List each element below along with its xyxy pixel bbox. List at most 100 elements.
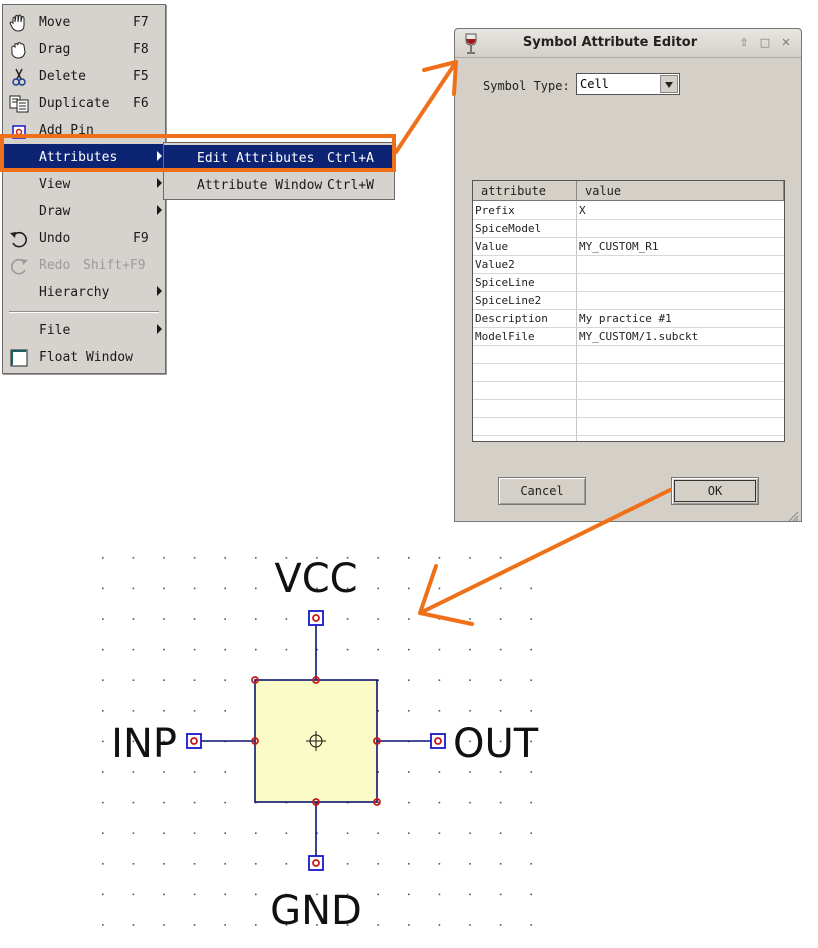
context-menu: Move F7 Drag F8 Delete F5 Duplicate F6 A… — [2, 4, 166, 374]
cell-attribute[interactable]: SpiceModel — [475, 222, 542, 235]
table-row[interactable]: Value MY_CUSTOM_R1 — [473, 237, 784, 256]
menu-item-undo[interactable]: Undo F9 — [3, 225, 165, 251]
shade-icon[interactable]: ⇧ — [739, 36, 749, 49]
menu-item-float-window[interactable]: Float Window — [3, 344, 165, 370]
table-row[interactable]: Description My practice #1 — [473, 309, 784, 328]
ok-button[interactable]: OK — [671, 477, 759, 505]
cancel-button[interactable]: Cancel — [498, 477, 586, 505]
grid-dot — [438, 557, 441, 559]
dialog-titlebar[interactable]: Symbol Attribute Editor ⇧ □ ✕ — [455, 29, 801, 58]
table-row[interactable] — [473, 345, 784, 364]
menu-item-move[interactable]: Move F7 — [3, 9, 165, 35]
cell-attribute[interactable]: Prefix — [475, 204, 515, 217]
submenu-item-attribute-window[interactable]: Attribute Window Ctrl+W — [164, 172, 394, 198]
menu-item-hierarchy[interactable]: Hierarchy — [3, 279, 165, 305]
table-row[interactable]: Prefix X — [473, 201, 784, 220]
cell-value[interactable]: MY_CUSTOM/1.subckt — [579, 330, 699, 343]
grid-dot — [499, 863, 502, 865]
grid-dot — [499, 832, 502, 834]
grid-dot — [469, 771, 471, 773]
grid-dot — [163, 648, 165, 651]
cell-attribute[interactable]: Value2 — [475, 258, 515, 271]
pin-label-inp[interactable]: INP — [111, 721, 177, 767]
grid-dot — [469, 893, 471, 896]
menu-item-draw[interactable]: Draw — [3, 198, 165, 224]
close-icon[interactable]: ✕ — [781, 36, 791, 49]
grid-dot — [377, 648, 379, 651]
arrow-to-dialog — [394, 60, 458, 154]
grid-dot — [530, 587, 532, 590]
pin-label-gnd[interactable]: GND — [270, 888, 362, 934]
symbol-type-select[interactable]: Cell — [576, 73, 680, 95]
cell-attribute[interactable]: Value — [475, 240, 509, 253]
connection-dots — [190, 614, 442, 867]
grid-dot — [163, 679, 165, 681]
grid-dot — [530, 863, 532, 865]
table-row[interactable] — [473, 381, 784, 400]
menu-label: Delete — [39, 69, 86, 84]
column-header-value[interactable]: value — [577, 181, 784, 201]
chevron-down-icon[interactable] — [660, 75, 678, 93]
grid-dot — [102, 740, 104, 743]
cell-attribute[interactable]: SpiceLine — [475, 276, 535, 289]
table-row[interactable]: SpiceModel — [473, 219, 784, 238]
menu-item-duplicate[interactable]: Duplicate F6 — [3, 90, 165, 116]
grid-dot — [102, 771, 104, 773]
table-row[interactable] — [473, 417, 784, 436]
grid-dot — [346, 832, 349, 834]
grid-dot — [102, 587, 104, 590]
grid-dot — [193, 924, 196, 926]
column-header-attribute[interactable]: attribute — [473, 181, 577, 201]
menu-item-redo[interactable]: Redo Shift+F9 — [3, 252, 165, 278]
table-row[interactable]: SpiceLine2 — [473, 291, 784, 310]
menu-label: Attribute Window — [197, 178, 323, 193]
grid-dot — [469, 618, 471, 620]
grid-dot — [255, 618, 257, 620]
table-row[interactable] — [473, 363, 784, 382]
table-row[interactable]: SpiceLine — [473, 273, 784, 292]
menu-item-file[interactable]: File — [3, 317, 165, 343]
checkbox-icon[interactable] — [9, 349, 31, 367]
cell-value[interactable]: X — [579, 204, 586, 217]
grid-dot — [530, 771, 532, 773]
menu-label: Float Window — [39, 350, 133, 365]
cell-value[interactable]: MY_CUSTOM_R1 — [579, 240, 659, 253]
grid-dot — [408, 863, 410, 865]
table-row[interactable] — [473, 399, 784, 418]
pin-label-out[interactable]: OUT — [453, 721, 539, 767]
grid-dot — [530, 740, 532, 743]
pin-box-vcc[interactable] — [308, 610, 324, 626]
grid-dot — [469, 863, 471, 865]
table-row[interactable]: Value2 — [473, 255, 784, 274]
menu-item-drag[interactable]: Drag F8 — [3, 36, 165, 62]
maximize-icon[interactable]: □ — [759, 36, 771, 49]
grid-dot — [102, 924, 104, 926]
grid-dot — [408, 832, 410, 834]
cell-attribute[interactable]: SpiceLine2 — [475, 294, 542, 307]
menu-item-view[interactable]: View — [3, 171, 165, 197]
pin-label-vcc[interactable]: VCC — [274, 556, 357, 602]
cell-attribute[interactable]: ModelFile — [475, 330, 535, 343]
grid-dot — [285, 618, 288, 620]
submenu-item-edit-attributes[interactable]: Edit Attributes Ctrl+A — [164, 145, 394, 171]
pin-box-gnd[interactable] — [308, 855, 324, 871]
pin-box-inp[interactable] — [186, 733, 202, 749]
grid-dot — [408, 557, 410, 559]
grid-dot — [346, 893, 349, 896]
table-row[interactable]: ModelFile MY_CUSTOM/1.subckt — [473, 327, 784, 346]
resize-grip-icon[interactable] — [787, 507, 799, 522]
pin-box-out[interactable] — [430, 733, 446, 749]
schematic-canvas[interactable]: VCC GND INP OUT — [0, 540, 560, 948]
grid-dot — [224, 832, 226, 834]
grid-dot — [499, 618, 502, 620]
menu-item-delete[interactable]: Delete F5 — [3, 63, 165, 89]
grid-dot — [316, 557, 318, 559]
cell-attribute[interactable]: Description — [475, 312, 548, 325]
menu-shortcut: F8 — [133, 42, 149, 57]
grid-dot — [530, 679, 532, 681]
menu-item-attributes[interactable]: Attributes — [3, 144, 165, 170]
grid-dot — [285, 863, 288, 865]
grid-dot — [346, 618, 349, 620]
cell-value[interactable]: My practice #1 — [579, 312, 672, 325]
grid-dot — [285, 893, 288, 896]
